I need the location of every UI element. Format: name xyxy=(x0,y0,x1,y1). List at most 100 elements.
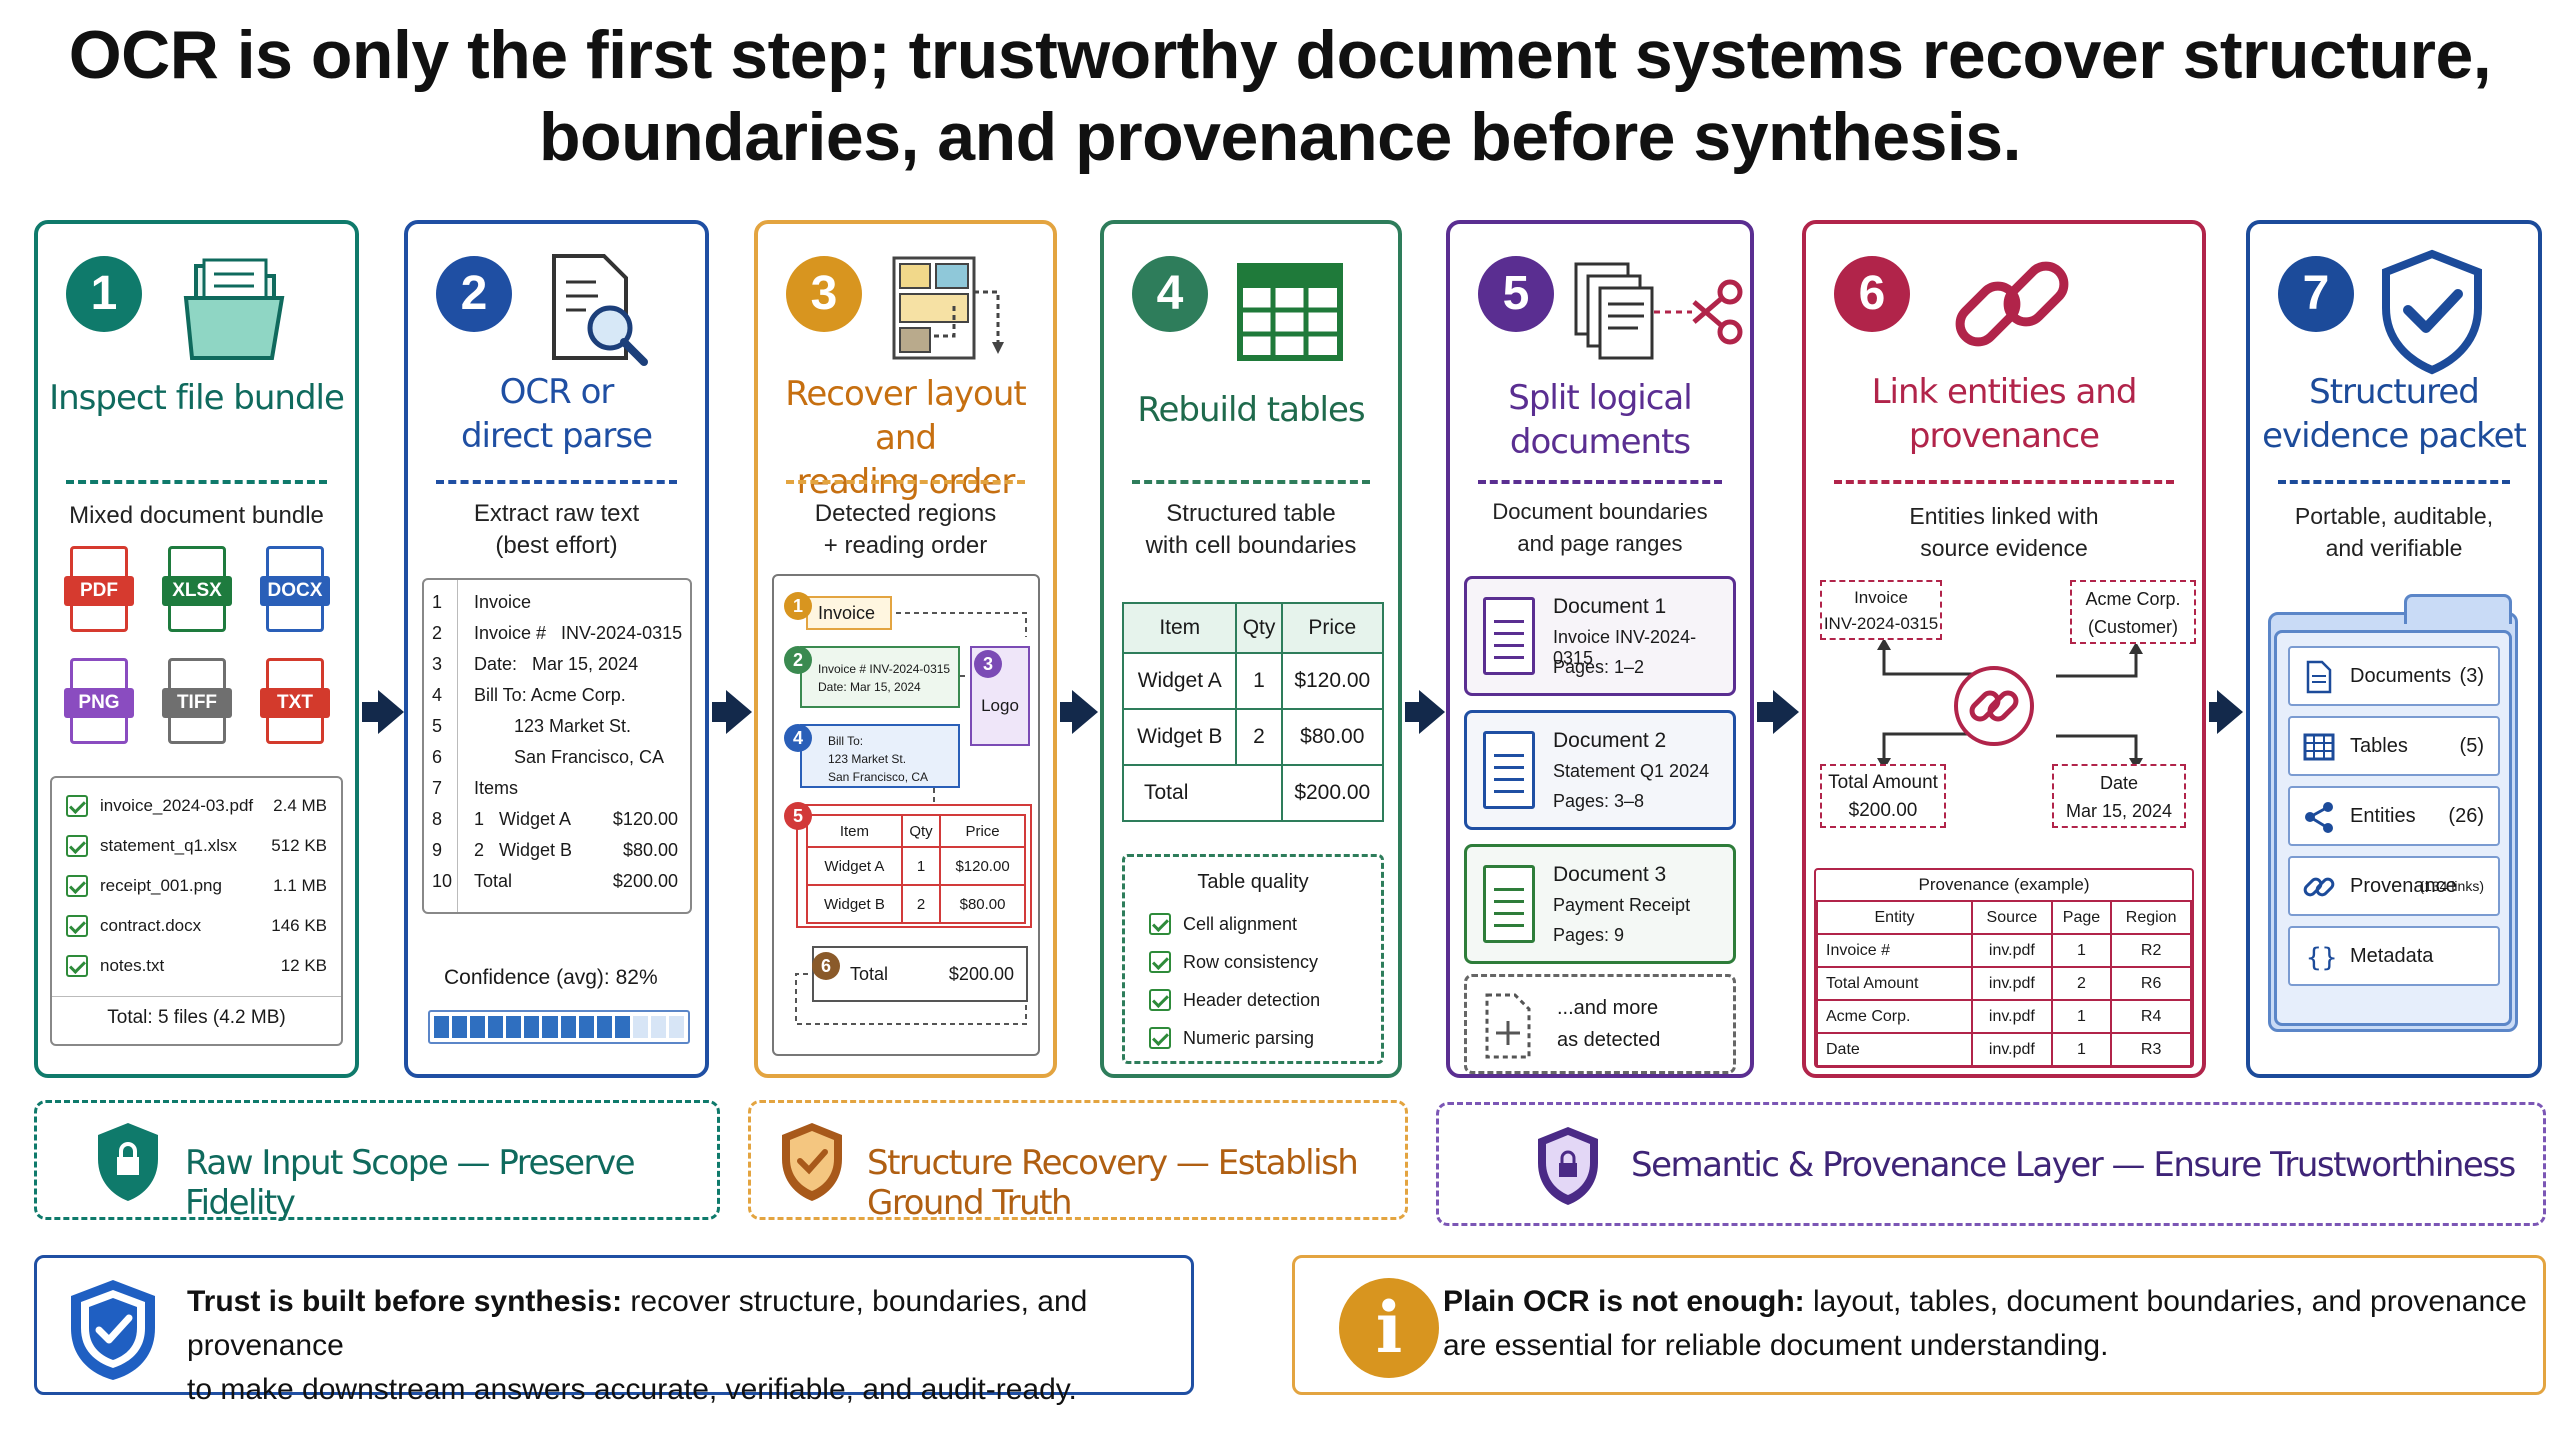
table-cell: 2 xyxy=(1235,708,1283,766)
confidence-segment xyxy=(542,1016,558,1038)
provenance-table-title: Provenance (example) xyxy=(1816,870,2192,902)
folder-icon xyxy=(183,258,285,360)
checkbox-checked-icon[interactable] xyxy=(66,955,88,977)
document-line xyxy=(1494,754,1524,757)
ocr-line-value: $200.00 xyxy=(612,871,678,891)
document-line xyxy=(1494,656,1524,659)
file-name: receipt_001.png xyxy=(100,876,222,895)
table-total-label: Total xyxy=(1122,764,1283,822)
table-icon xyxy=(1237,263,1343,361)
packet-row-label: Provenance xyxy=(2350,875,2457,897)
step-card-4: 4 Rebuild tables Structured table with c… xyxy=(1100,220,1402,1078)
arrow-right-icon xyxy=(2217,690,2243,734)
table-cell: R4 xyxy=(2110,999,2192,1034)
step-card-5: 5 Split logical documents Document bound… xyxy=(1446,220,1754,1078)
layout-icon xyxy=(892,256,1004,360)
checkbox-checked-icon[interactable] xyxy=(66,795,88,817)
packet-row-count: (134 links) xyxy=(2419,878,2484,894)
region-total-label: Total xyxy=(850,964,889,984)
file-type-label: XLSX xyxy=(162,576,232,606)
checkbox-checked-icon[interactable] xyxy=(1149,1027,1171,1049)
divider xyxy=(66,480,327,484)
document-icon xyxy=(1483,731,1535,809)
add-document-icon xyxy=(1485,993,1531,1059)
packet-row-label: Entities xyxy=(2350,805,2416,827)
layout-page: Invoice Invoice # INV-2024-0315 Date: Ma… xyxy=(772,574,1040,1056)
divider xyxy=(786,480,1025,484)
divider xyxy=(2278,480,2510,484)
step-card-1: 1 Inspect file bundle Mixed document bun… xyxy=(34,220,359,1078)
checkbox-checked-icon[interactable] xyxy=(66,835,88,857)
line-number: 1 xyxy=(432,592,443,612)
step-title-2: OCR or direct parse xyxy=(408,370,705,458)
step-title-7-line-2: evidence packet xyxy=(2262,416,2527,456)
packet-row[interactable]: Entities(26) xyxy=(2288,786,2500,846)
entity-date-label: Date xyxy=(2099,773,2139,793)
packet-row[interactable]: Tables(5) xyxy=(2288,716,2500,776)
entity-invoice: Invoice INV-2024-0315 xyxy=(1820,580,1942,640)
ocr-line-text: Invoice # INV-2024-0315 xyxy=(474,623,683,643)
checkbox-checked-icon[interactable] xyxy=(1149,913,1171,935)
divider xyxy=(1478,480,1722,484)
line-number: 10 xyxy=(432,871,453,891)
file-size: 1.1 MB xyxy=(273,876,327,895)
lock-shield-icon xyxy=(1538,1127,1598,1205)
step-subtitle-2: Extract raw text (best effort) xyxy=(408,498,705,562)
document-line xyxy=(1494,900,1524,903)
step-number-7: 7 xyxy=(2278,256,2354,332)
packet-row[interactable]: Provenance(134 links) xyxy=(2288,856,2500,916)
step-subtitle-7-line-1: Portable, auditable, xyxy=(2294,503,2494,529)
region-bill-line-3: San Francisco, CA xyxy=(828,770,929,784)
step-subtitle-3: Detected regions + reading order xyxy=(758,498,1053,562)
reading-order-arrows xyxy=(795,612,1027,1025)
file-name: statement_q1.xlsx xyxy=(100,836,238,855)
packet-row[interactable]: {}Metadata xyxy=(2288,926,2500,986)
svg-text:{}: {} xyxy=(2306,943,2336,973)
more-documents-line-1: ...and more xyxy=(1557,997,1659,1019)
file-name: notes.txt xyxy=(100,956,165,975)
arrow-shaft xyxy=(2209,702,2219,722)
step-subtitle-5-line-2: and page ranges xyxy=(1517,531,1683,556)
step-subtitle-5: Document boundaries and page ranges xyxy=(1450,496,1750,560)
link-icon xyxy=(1955,261,2069,347)
document-line xyxy=(1494,644,1524,647)
packet-row-count: (3) xyxy=(2459,665,2484,687)
checkbox-checked-icon[interactable] xyxy=(66,875,88,897)
document-pages: Pages: 9 xyxy=(1553,925,1625,945)
document-line xyxy=(1494,632,1524,635)
file-type-label: TXT xyxy=(260,688,330,718)
checkbox-checked-icon[interactable] xyxy=(1149,989,1171,1011)
table-cell: 2 xyxy=(900,884,942,924)
step-title-5: Split logical documents xyxy=(1450,376,1750,464)
checkbox-checked-icon[interactable] xyxy=(66,915,88,937)
step-title-4: Rebuild tables xyxy=(1137,390,1365,430)
file-row[interactable]: receipt_001.png 1.1 MB xyxy=(66,868,327,904)
checkbox-checked-icon[interactable] xyxy=(1149,951,1171,973)
quality-check-label: Numeric parsing xyxy=(1183,1028,1315,1048)
arrow-right-icon xyxy=(1419,690,1445,734)
divider xyxy=(436,480,677,484)
shield-check-icon xyxy=(782,1123,842,1201)
reading-order-badge: 4 xyxy=(784,724,812,752)
packet-row[interactable]: Documents(3) xyxy=(2288,646,2500,706)
ocr-note-line-2: are essential for reliable document unde… xyxy=(1443,1329,2109,1362)
document-title: Document 3 xyxy=(1553,863,1667,886)
document-icon xyxy=(1483,865,1535,943)
file-name: invoice_2024-03.pdf xyxy=(100,796,254,815)
phase-label-2: Structure Recovery — Establish Ground Tr… xyxy=(867,1143,1359,1223)
share-nodes-icon xyxy=(2302,800,2336,834)
table-cell: $120.00 xyxy=(939,846,1026,886)
table-cell: 1 xyxy=(2050,999,2113,1034)
